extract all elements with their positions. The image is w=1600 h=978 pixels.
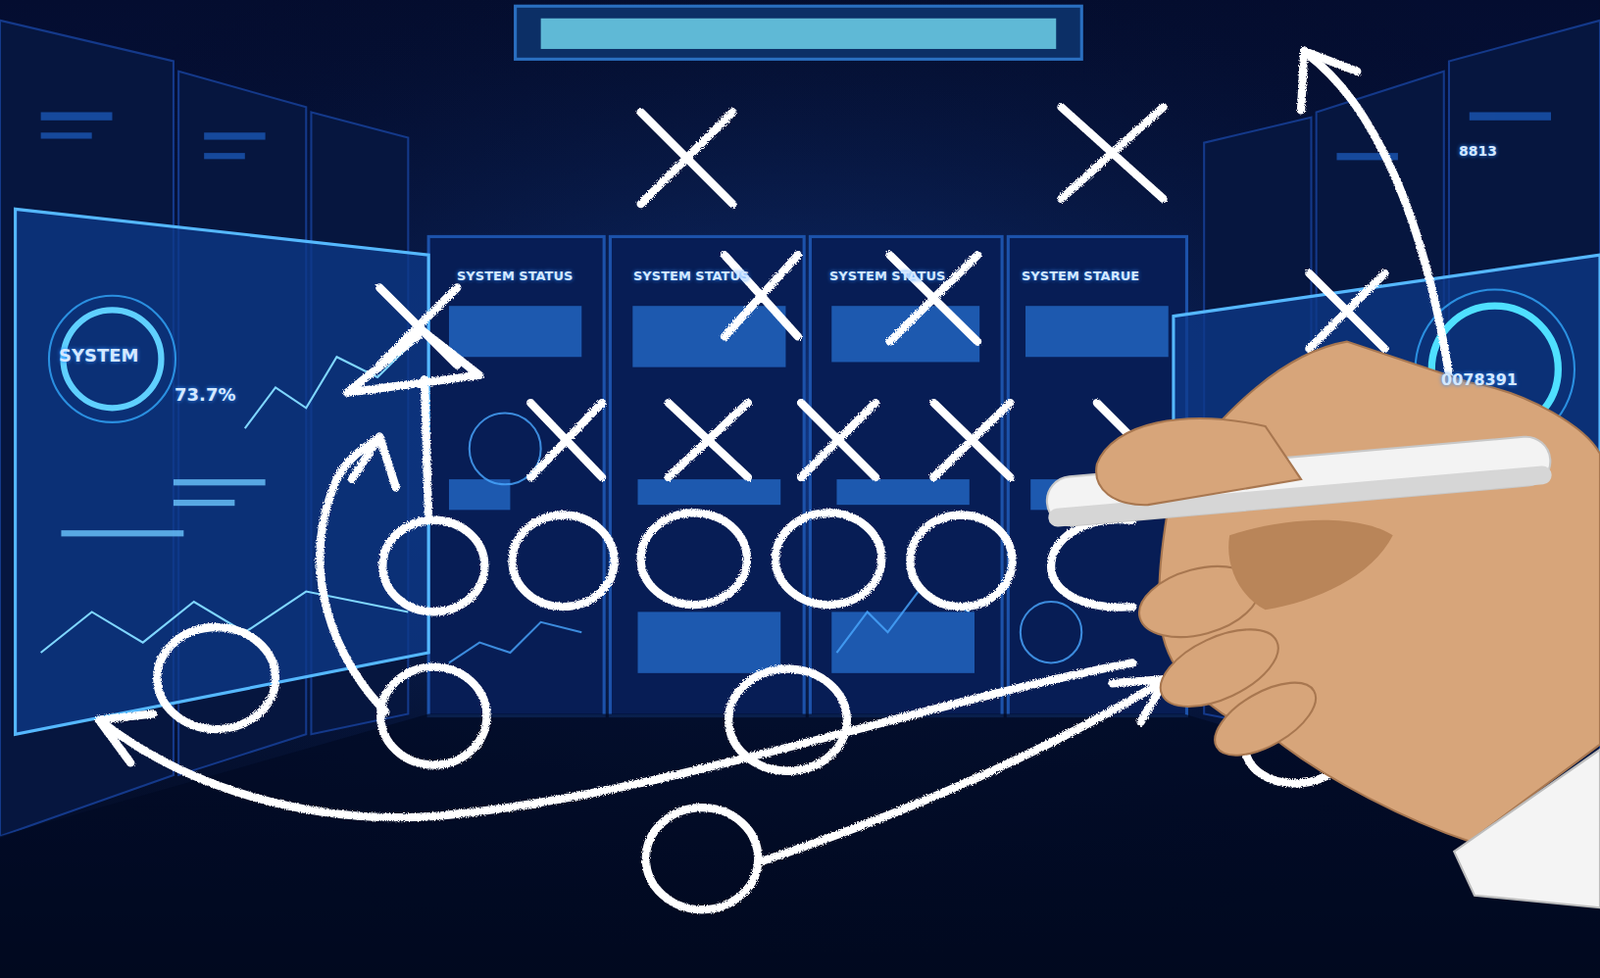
player-o (511, 515, 614, 608)
thumb-shadow (1228, 520, 1394, 611)
ceiling-light-panel (541, 18, 1057, 50)
left-gauge-ring (49, 296, 176, 423)
player-o (641, 512, 748, 605)
route-head (1300, 50, 1357, 110)
defender-x (530, 402, 602, 478)
rack-label: SYSTEM STATUS (829, 268, 946, 284)
shirt-cuff (1453, 750, 1600, 908)
route-head (1111, 679, 1165, 723)
block-route-head (347, 331, 480, 393)
player-o (382, 520, 485, 613)
screen-readout: 73.7% (174, 384, 236, 405)
player-o (1050, 519, 1133, 607)
defender-x (1308, 273, 1385, 350)
block-route (424, 379, 429, 521)
route (759, 681, 1163, 862)
defender-x (1060, 106, 1163, 200)
player-o (156, 627, 276, 730)
defender-x (933, 402, 1010, 478)
hand (1045, 342, 1600, 909)
screen-readout: 0078391 (1441, 370, 1518, 390)
route-head (351, 436, 397, 488)
index-finger (1096, 418, 1301, 505)
player-o (909, 515, 1012, 608)
player-o (646, 807, 758, 910)
chalk-play (99, 50, 1461, 910)
screen-label: SYSTEM (58, 345, 139, 366)
defender-x (800, 402, 876, 478)
defender-x (890, 254, 979, 342)
rack-label: SYSTEM STATUS (633, 268, 750, 284)
finger (1203, 668, 1328, 771)
defender-x (724, 254, 799, 337)
ceiling-light (515, 5, 1083, 59)
rack-lights (41, 111, 1551, 160)
player-o (775, 512, 882, 605)
rack-readout: 8813 (1458, 143, 1498, 159)
rack-label: SYSTEM STATUS (456, 268, 573, 284)
left-screen (15, 208, 430, 735)
defender-x (641, 111, 734, 204)
left-chart (41, 592, 409, 653)
rack-label: SYSTEM STARUE (1021, 268, 1140, 284)
player-o (380, 667, 487, 766)
route-head (99, 713, 153, 763)
route (101, 662, 1133, 818)
defender-x (668, 402, 749, 478)
left-bars (60, 479, 265, 537)
